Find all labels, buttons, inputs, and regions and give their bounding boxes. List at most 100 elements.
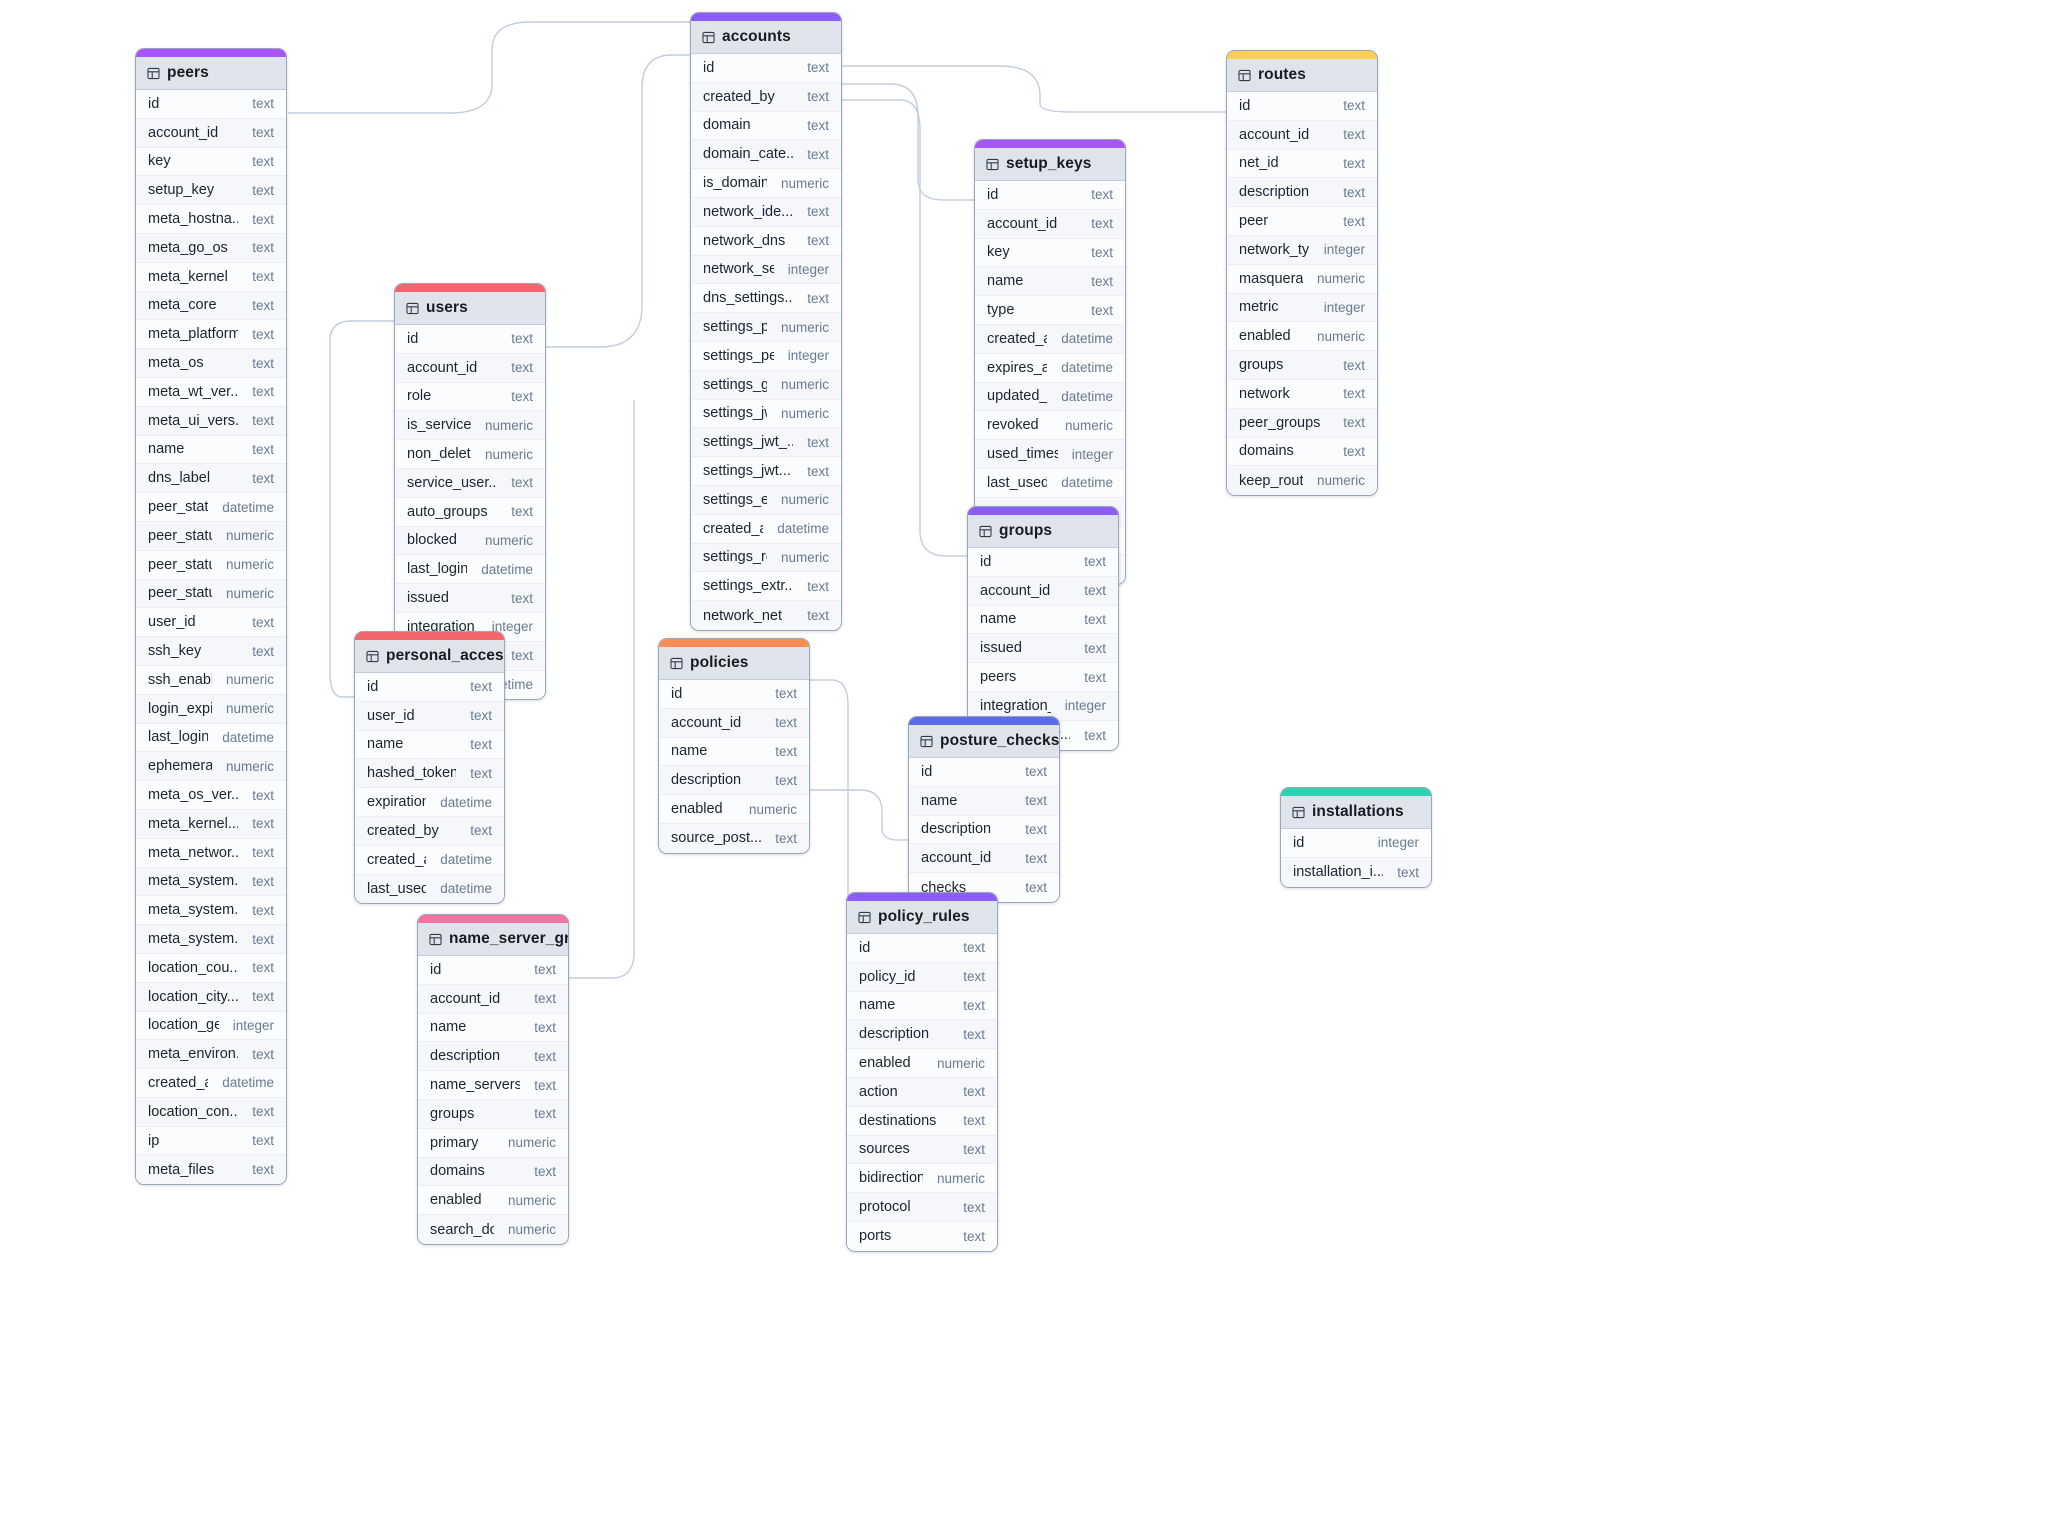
table-row[interactable]: settings_reg...numeric xyxy=(691,543,841,573)
table-row[interactable]: keep_routenumeric xyxy=(1227,466,1377,496)
table-row[interactable]: meta_hostna...text xyxy=(136,205,286,234)
table-row[interactable]: meta_system...text xyxy=(136,896,286,926)
table-header[interactable]: groups xyxy=(968,515,1118,548)
table-row[interactable]: network_serialinteger xyxy=(691,255,841,285)
table-node-name_server_groups[interactable]: name_server_groupsidtextaccount_idtextna… xyxy=(417,914,569,1245)
table-row[interactable]: integration_r...integer xyxy=(395,612,545,642)
table-row[interactable]: network_ide...text xyxy=(691,197,841,227)
table-row[interactable]: location_city...text xyxy=(136,982,286,1012)
table-header[interactable]: policy_rules xyxy=(847,901,997,934)
table-row[interactable]: meta_wt_ver...text xyxy=(136,377,286,407)
table-row[interactable]: meta_kernel...text xyxy=(136,809,286,839)
table-row[interactable]: is_service_us...numeric xyxy=(395,411,545,441)
table-row[interactable]: dns_settings...text xyxy=(691,284,841,314)
table-row[interactable]: source_post...text xyxy=(659,823,809,853)
table-row[interactable]: settings_jwt_...text xyxy=(691,428,841,458)
table-header[interactable]: users xyxy=(395,292,545,325)
table-row[interactable]: peer_status_...numeric xyxy=(136,579,286,609)
table-header[interactable]: setup_keys xyxy=(975,148,1125,181)
table-row[interactable]: network_typeinteger xyxy=(1227,235,1377,265)
table-header[interactable]: routes xyxy=(1227,59,1377,92)
table-row[interactable]: peer_status_...numeric xyxy=(136,550,286,580)
table-row[interactable]: settings_jwt_...numeric xyxy=(691,399,841,429)
table-row[interactable]: meta_system...text xyxy=(136,867,286,897)
table-header[interactable]: peers xyxy=(136,57,286,90)
table-row[interactable]: search_doma...numeric xyxy=(418,1215,568,1244)
table-header[interactable]: personal_access_tokens xyxy=(355,640,504,673)
table-header[interactable]: policies xyxy=(659,647,809,680)
table-row[interactable]: settings_extr...text xyxy=(691,572,841,602)
table-row[interactable]: meta_os_ver...text xyxy=(136,781,286,810)
table-row[interactable]: meta_system...text xyxy=(136,925,286,954)
table-row[interactable]: meta_networ...text xyxy=(136,838,286,868)
table-row[interactable]: location_geo...integer xyxy=(136,1011,286,1041)
table-row[interactable]: domain_cate...text xyxy=(691,140,841,170)
table-row[interactable]: peer_status_...datetime xyxy=(136,493,286,522)
table-row[interactable]: installation_i...text xyxy=(1281,857,1431,887)
table-row[interactable]: meta_ui_vers...text xyxy=(136,406,286,436)
